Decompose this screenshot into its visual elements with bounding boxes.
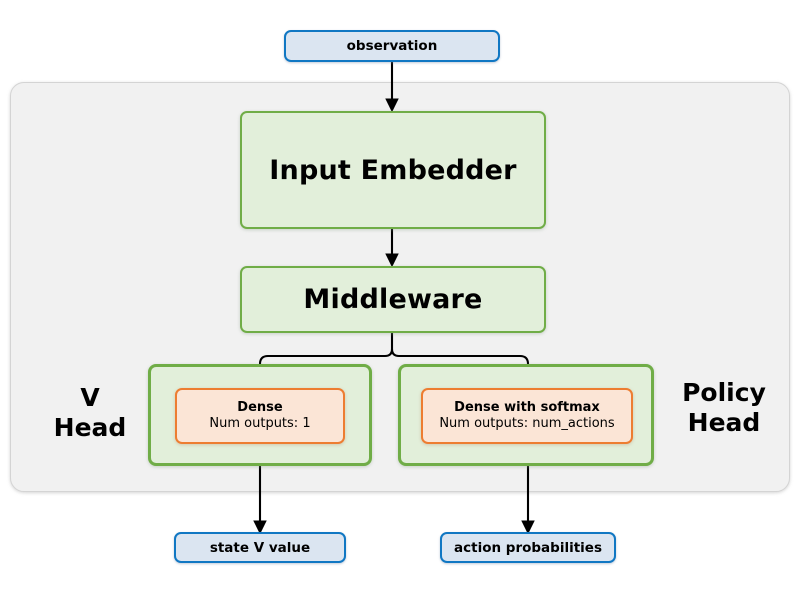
node-observation-label: observation xyxy=(346,38,438,54)
node-dense-v-head-subtitle: Num outputs: 1 xyxy=(209,416,311,431)
node-middleware-label: Middleware xyxy=(303,284,483,315)
label-policy-head: Policy Head xyxy=(682,378,766,437)
node-dense-policy-head-title: Dense with softmax xyxy=(454,399,600,415)
node-input-embedder[interactable]: Input Embedder xyxy=(240,111,546,229)
node-middleware[interactable]: Middleware xyxy=(240,266,546,333)
node-action-probabilities[interactable]: action probabilities xyxy=(440,532,616,563)
node-state-v-value-label: state V value xyxy=(209,539,311,556)
node-dense-v-head[interactable]: Dense Num outputs: 1 xyxy=(175,388,345,444)
node-input-embedder-label: Input Embedder xyxy=(269,154,517,186)
node-dense-policy-head-subtitle: Num outputs: num_actions xyxy=(439,416,615,431)
node-observation[interactable]: observation xyxy=(284,30,500,62)
node-dense-policy-head[interactable]: Dense with softmax Num outputs: num_acti… xyxy=(421,388,633,444)
label-v-head: V Head xyxy=(53,383,127,442)
node-dense-v-head-title: Dense xyxy=(237,399,283,415)
node-action-probabilities-label: action probabilities xyxy=(454,539,602,556)
node-state-v-value[interactable]: state V value xyxy=(174,532,346,563)
